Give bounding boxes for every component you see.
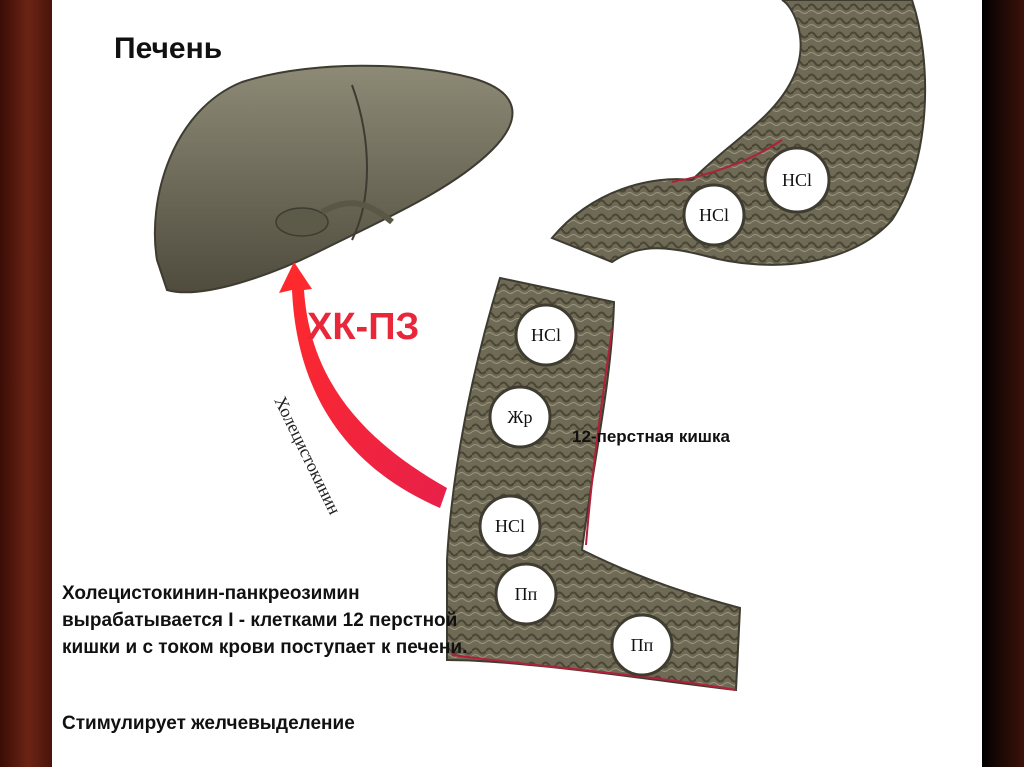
duodenum-circle-label: Жр bbox=[507, 407, 532, 427]
duodenum-circle-label: HCl bbox=[531, 325, 561, 345]
description-text: Холецистокинин-панкреозимин вырабатывает… bbox=[62, 583, 468, 658]
stomach-circle-label: HCl bbox=[782, 170, 812, 190]
duodenum-circle-label: HCl bbox=[495, 516, 525, 536]
hormone-abbreviation: ХК-ПЗ bbox=[307, 306, 420, 348]
duodenum bbox=[446, 276, 742, 692]
duodenum-cell-marker bbox=[514, 303, 578, 367]
hormone-arrow bbox=[279, 262, 447, 508]
diagram-illustration: HCl HCl HCl Жр HCl Пп Пп Холецистокинин bbox=[153, 0, 927, 692]
duodenum-cell-marker bbox=[478, 494, 542, 558]
liver bbox=[153, 64, 514, 294]
stomach bbox=[550, 0, 927, 266]
duodenum-cell-marker bbox=[494, 562, 558, 626]
duodenum-circle-label: Пп bbox=[515, 584, 538, 604]
slide-frame-left bbox=[0, 0, 52, 767]
stomach-circle-label: HCl bbox=[699, 205, 729, 225]
slide-title: Печень bbox=[114, 32, 223, 65]
slide: HCl HCl HCl Жр HCl Пп Пп Холецистокинин … bbox=[52, 0, 982, 767]
stomach-cell-marker bbox=[682, 183, 746, 247]
duodenum-cell-marker bbox=[488, 385, 552, 449]
stimulates-text: Стимулирует желчевыделение bbox=[62, 713, 355, 734]
duodenum-label: 12-перстная кишка bbox=[572, 427, 730, 446]
duodenum-circle-label: Пп bbox=[631, 635, 654, 655]
slide-frame-right bbox=[982, 0, 1024, 767]
stomach-cell-marker bbox=[763, 146, 831, 214]
duodenum-cell-marker bbox=[610, 613, 674, 677]
